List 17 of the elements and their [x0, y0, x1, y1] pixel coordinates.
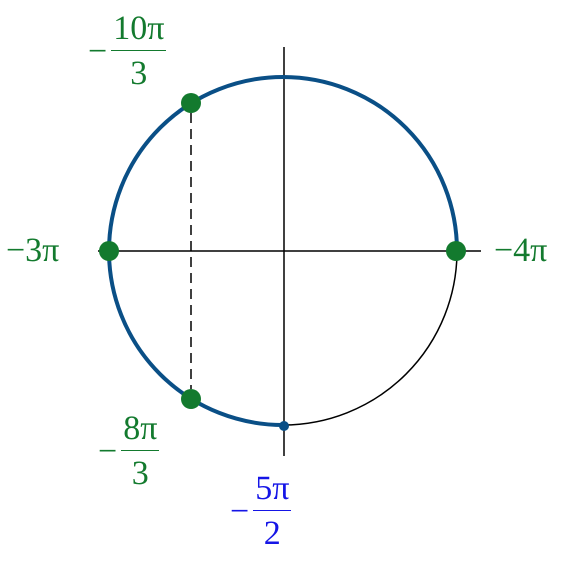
fraction-denominator: 3 — [132, 454, 149, 491]
minus-sign: − — [88, 34, 108, 68]
fraction-numerator: 8π — [121, 412, 160, 451]
fraction-denominator: 3 — [130, 54, 148, 91]
fraction-denominator: 2 — [264, 514, 281, 551]
dashed-line — [190, 113, 192, 389]
point-marker — [99, 241, 119, 261]
point-marker — [181, 93, 201, 113]
angle-label: −4π — [494, 234, 548, 268]
minus-sign: − — [230, 494, 250, 528]
point-marker — [279, 421, 289, 431]
minus-sign: − — [98, 434, 118, 468]
angle-label: −3π — [6, 234, 60, 268]
fraction-numerator: 5π — [253, 472, 292, 511]
fraction-numerator: 10π — [111, 12, 166, 51]
point-marker — [181, 389, 201, 409]
point-marker — [446, 241, 466, 261]
